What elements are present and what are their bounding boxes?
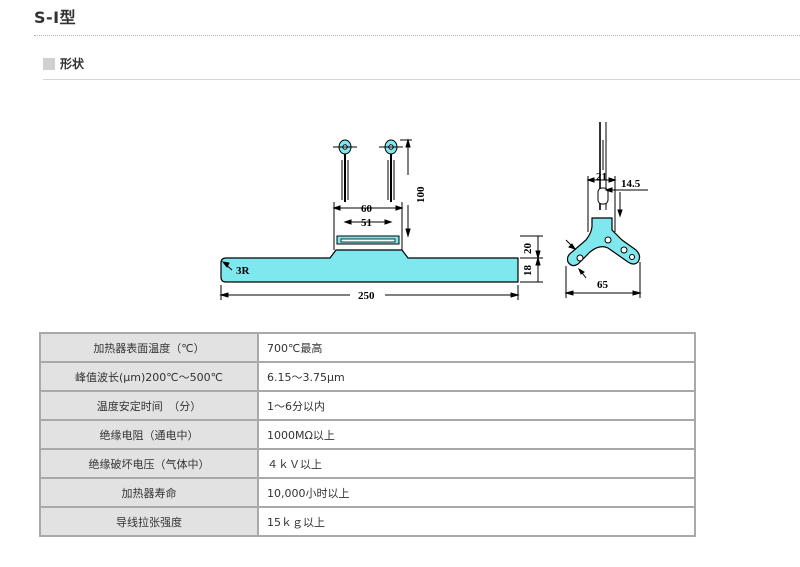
spec-value: 1000MΩ以上 <box>257 419 696 450</box>
pitch-inner-label: 51 <box>361 217 372 229</box>
spec-label: 加热器寿命 <box>39 477 259 508</box>
section-divider <box>43 79 800 80</box>
heater-body-side <box>566 217 641 267</box>
spec-label: 峰值波长(μm)200℃～500℃ <box>39 361 259 392</box>
side-view-labels: 21 14.5 65 <box>596 171 641 291</box>
lead-height-label: 100 <box>415 186 427 203</box>
body-thickness-label: 18 <box>522 265 534 277</box>
spec-table: 加热器表面温度（℃） 700℃最高 峰值波长(μm)200℃～500℃ 6.15… <box>39 332 696 537</box>
front-view <box>219 138 543 300</box>
radius-label: 3R <box>236 265 251 277</box>
table-row: 绝缘破坏电压（气体中） ４ｋＶ以上 <box>39 448 696 479</box>
base-height-label: 20 <box>522 243 534 255</box>
spec-value: 15ｋｇ以上 <box>257 506 696 537</box>
section-marker-icon <box>43 57 55 70</box>
lead-wire-right <box>379 139 403 202</box>
spec-label: 导线拉张强度 <box>39 506 259 537</box>
section-header-shape: 形状 <box>43 55 84 72</box>
spec-label: 加热器表面温度（℃） <box>39 332 259 363</box>
pitch-outer-label: 60 <box>361 203 373 215</box>
lead-wire-left <box>333 139 357 202</box>
spec-value: 1～6分以内 <box>257 390 696 421</box>
spec-value: 10,000小时以上 <box>257 477 696 508</box>
spec-value: 6.15～3.75μm <box>257 361 696 392</box>
spec-label: 温度安定时间 （分） <box>39 390 259 421</box>
length-label: 250 <box>358 290 375 302</box>
side-width-label: 65 <box>597 279 609 291</box>
page-title: S-Ⅰ型 <box>34 8 77 27</box>
table-row: 导线拉张强度 15ｋｇ以上 <box>39 506 696 537</box>
heater-body-front <box>220 249 519 283</box>
table-row: 温度安定时间 （分） 1～6分以内 <box>39 390 696 421</box>
section-label: 形状 <box>60 57 85 71</box>
spec-value: ４ｋＶ以上 <box>257 448 696 479</box>
spec-label: 绝缘电阻（通电中） <box>39 419 259 450</box>
spec-value: 700℃最高 <box>257 332 696 363</box>
spec-label: 绝缘破坏电压（气体中） <box>39 448 259 479</box>
side-offset-label: 14.5 <box>621 178 641 190</box>
table-row: 绝缘电阻（通电中） 1000MΩ以上 <box>39 419 696 450</box>
table-row: 加热器表面温度（℃） 700℃最高 <box>39 332 696 363</box>
table-row: 加热器寿命 10,000小时以上 <box>39 477 696 508</box>
front-view-labels: 3R 250 60 51 100 20 18 <box>236 186 534 302</box>
side-view <box>564 122 648 298</box>
title-divider <box>34 35 800 36</box>
table-row: 峰值波长(μm)200℃～500℃ 6.15～3.75μm <box>39 361 696 392</box>
heater-dimension-drawing: 3R 250 60 51 100 20 18 <box>219 122 648 302</box>
side-top-label: 21 <box>596 171 607 183</box>
